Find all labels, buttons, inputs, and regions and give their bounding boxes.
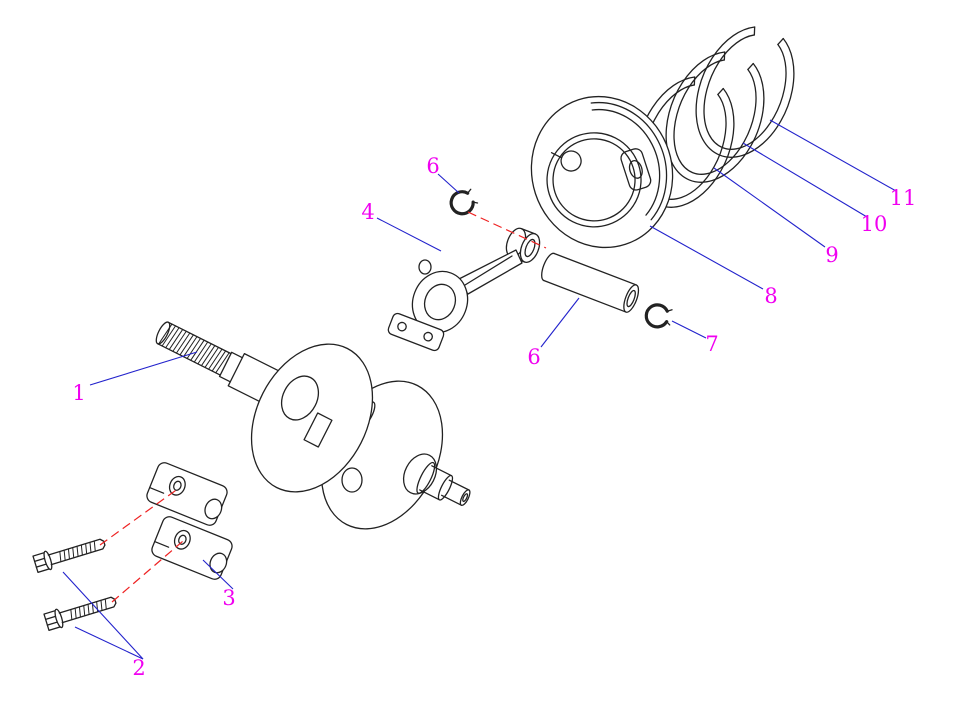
leader-line-2a [62, 571, 144, 660]
leader-line-6b [540, 297, 580, 348]
leader-line-11 [769, 119, 897, 192]
leader-line-10 [742, 142, 868, 218]
part-label-2: 2 [132, 656, 145, 680]
leader-line-6a [437, 173, 460, 194]
leader-line-3 [202, 559, 234, 590]
piston-part [530, 95, 674, 249]
connecting-rod-part [387, 227, 541, 352]
part-callouts: 1 2 3 4 6 6 7 8 9 10 11 [72, 154, 916, 680]
part-label-7: 7 [705, 332, 718, 356]
part-label-3: 3 [222, 586, 235, 610]
leader-line-7 [671, 320, 707, 339]
piston-pin-part [541, 252, 640, 313]
part-label-6b: 6 [527, 345, 540, 369]
leader-line-8 [649, 225, 764, 290]
part-label-1: 1 [72, 381, 85, 405]
leader-line-2b [74, 626, 144, 660]
part-label-6a: 6 [426, 154, 439, 178]
part-label-11: 11 [890, 186, 917, 210]
leader-line-4 [376, 217, 442, 252]
leader-lines [62, 119, 897, 660]
part-label-10: 10 [861, 212, 888, 236]
leader-line-9 [713, 167, 826, 248]
part-label-9: 9 [825, 243, 838, 267]
part-label-8: 8 [764, 284, 777, 308]
alignment-centerlines [99, 211, 547, 603]
part-label-4: 4 [361, 200, 374, 224]
crankshaft-part [155, 321, 471, 530]
leader-line-1 [89, 351, 198, 386]
